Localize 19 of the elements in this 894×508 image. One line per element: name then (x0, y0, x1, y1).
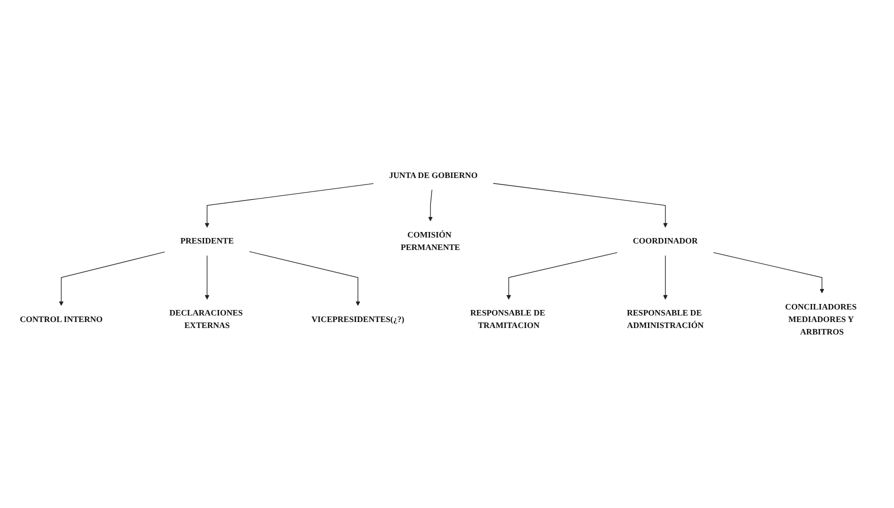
node-text: COORDINADOR (632, 236, 698, 246)
node-text: DECLARACIONES EXTERNAS (169, 308, 243, 330)
node-text: RESPONSABLE DE TRAMITACION (470, 308, 546, 330)
arrow (58, 252, 166, 306)
node-text: CONTROL INTERNO (20, 315, 103, 324)
node-text: JUNTA DE GOBIERNO (389, 170, 478, 180)
arrow (204, 183, 374, 228)
arrow (713, 252, 824, 294)
node-text: CONCILIADORES MEDIADORES Y ARBITROS (785, 302, 857, 336)
arrow (506, 252, 618, 300)
arrow (492, 183, 668, 228)
node-text: COMISIÓN PERMANENTE (400, 230, 460, 252)
arrow (663, 255, 668, 300)
arrow (249, 251, 360, 306)
node-text: RESPONSABLE DE ADMINISTRACIÓN (626, 308, 704, 330)
node-text: PRESIDENTE (180, 236, 234, 246)
node-text: VICEPRESIDENTES(¿?) (312, 315, 404, 324)
arrow (428, 189, 433, 222)
arrow (204, 255, 210, 300)
